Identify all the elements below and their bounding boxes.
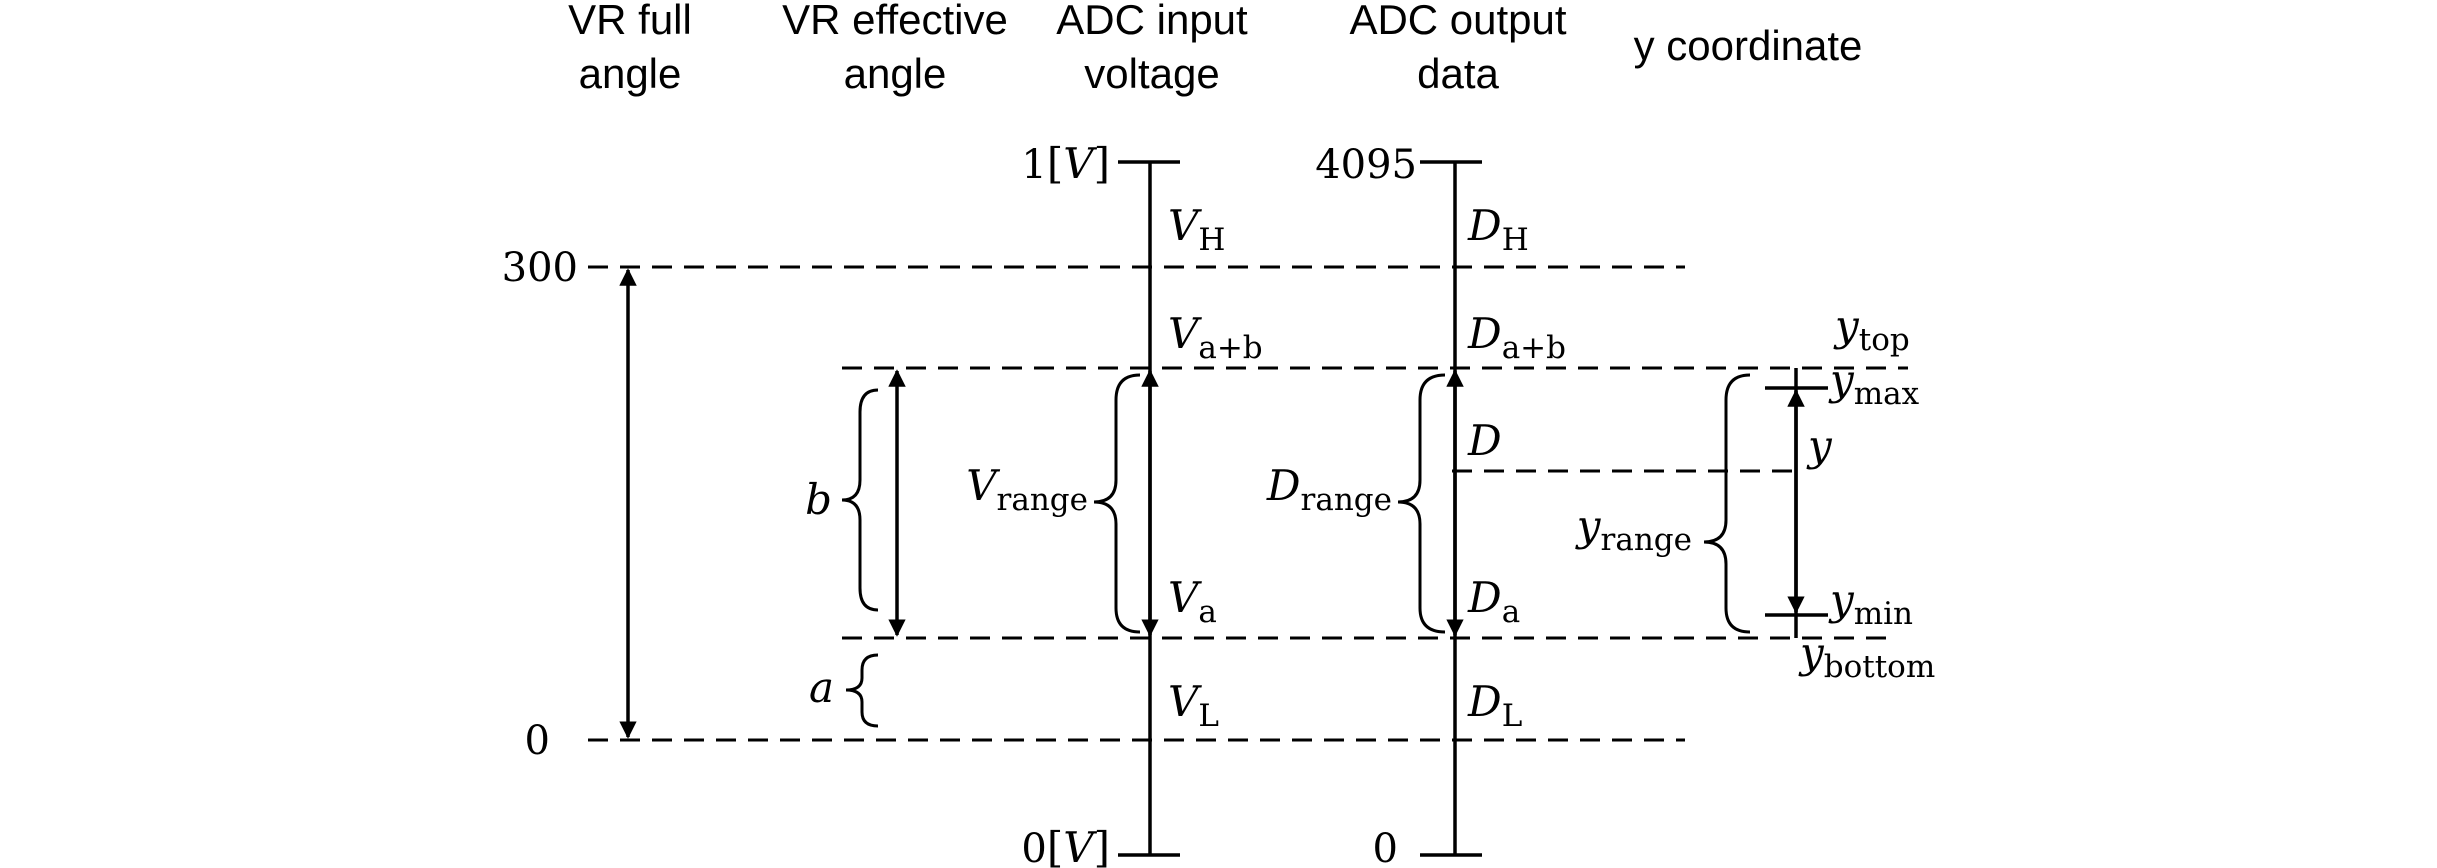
- brace-v-range: [1093, 373, 1141, 634]
- label-d-l: DL: [1467, 677, 1522, 734]
- header-adc-output-line2: data: [1417, 50, 1499, 97]
- voltage-bottom-value: 0[V]: [1021, 823, 1110, 868]
- brace-y-range: [1703, 373, 1751, 634]
- label-d-a: Da: [1467, 573, 1520, 630]
- label-d: D: [1467, 416, 1502, 465]
- label-y-bottom: ybottom: [1798, 628, 1935, 685]
- label-d-a-plus-b: Da+b: [1467, 309, 1566, 366]
- header-adc-output-line1: ADC output: [1349, 0, 1566, 43]
- brace-b: [841, 388, 879, 612]
- label-y: y: [1806, 421, 1833, 470]
- header-y-coordinate: y coordinate: [1634, 22, 1863, 69]
- header-vr-effective-line1: VR effective: [782, 0, 1008, 43]
- label-v-l: VL: [1168, 677, 1219, 734]
- header-vr-full-line1: VR full: [568, 0, 692, 43]
- label-y-min: ymin: [1828, 575, 1913, 632]
- label-v-a-plus-b: Va+b: [1168, 309, 1263, 366]
- angle-min-label: 0: [525, 718, 550, 764]
- header-adc-input-line1: ADC input: [1056, 0, 1248, 43]
- header-adc-input-line2: voltage: [1084, 50, 1219, 97]
- data-bottom-value: 0: [1373, 826, 1398, 868]
- label-y-range: yrange: [1575, 501, 1692, 558]
- label-a: a: [809, 663, 834, 712]
- label-y-max: ymax: [1828, 355, 1920, 412]
- label-d-range: Drange: [1266, 461, 1392, 518]
- label-v-range: Vrange: [966, 461, 1088, 518]
- label-v-h: VH: [1168, 201, 1225, 258]
- brace-d-range: [1397, 373, 1446, 634]
- label-y-top: ytop: [1833, 301, 1910, 358]
- label-v-a: Va: [1168, 573, 1217, 630]
- label-d-h: DH: [1467, 201, 1529, 258]
- data-top-value: 4095: [1315, 142, 1417, 188]
- voltage-top-value: 1[V]: [1021, 139, 1110, 188]
- header-vr-full-line2: angle: [579, 50, 682, 97]
- angle-max-label: 300: [502, 245, 578, 291]
- label-b: b: [805, 475, 832, 524]
- brace-a: [845, 653, 879, 728]
- header-vr-effective-line2: angle: [844, 50, 947, 97]
